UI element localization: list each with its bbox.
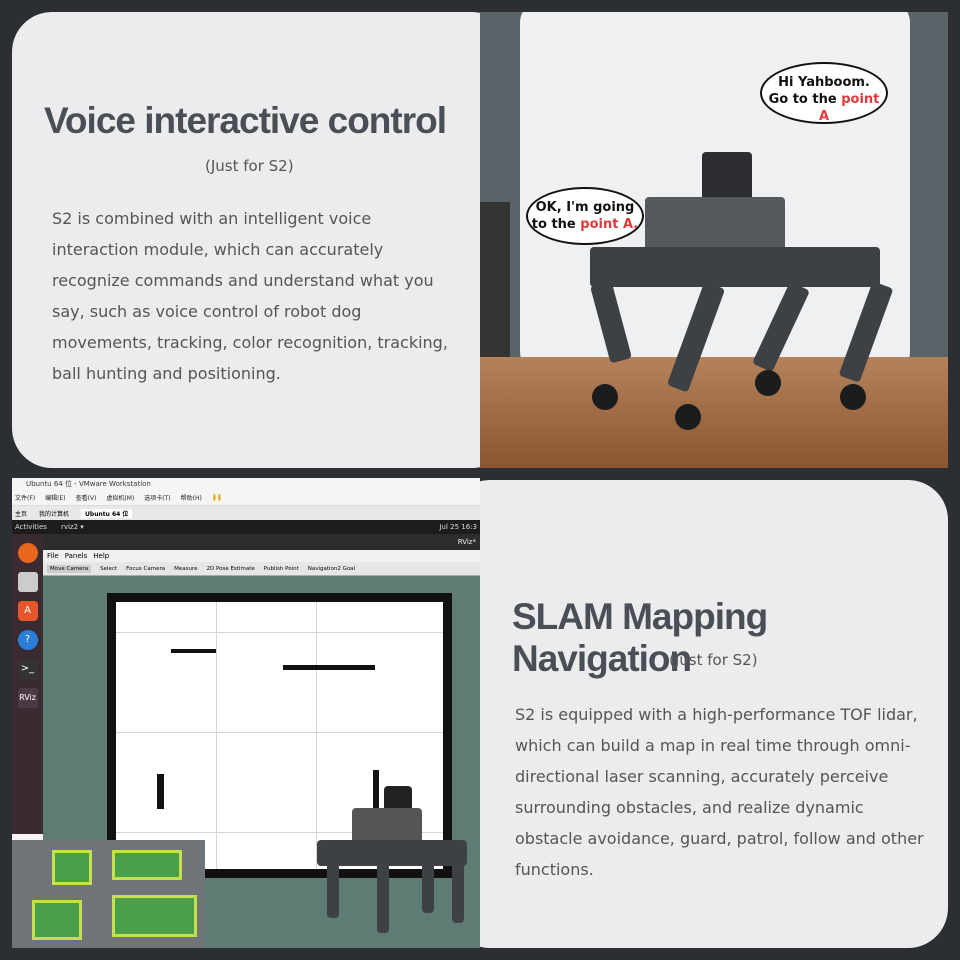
- menu-item[interactable]: 查看(V): [75, 495, 97, 502]
- vmware-menubar: 文件(F) 编辑(E) 查看(V) 虚拟机(M) 选项卡(T) 帮助(H) ❚❚: [12, 490, 480, 506]
- tab-my-computer[interactable]: 我的计算机: [39, 510, 70, 518]
- files-icon[interactable]: [17, 572, 38, 592]
- tab-home[interactable]: 主页: [15, 510, 28, 518]
- voice-control-card: Voice interactive control (Just for S2) …: [12, 12, 512, 468]
- slam-navigation-card: SLAM Mapping Navigation (Just for S2) S2…: [450, 480, 948, 948]
- rviz-title: RViz*: [43, 534, 480, 550]
- tool-select[interactable]: Select: [100, 565, 118, 572]
- vmware-tabs: 主页 我的计算机 Ubuntu 64 位: [12, 506, 480, 520]
- camera-preview: [12, 840, 205, 948]
- app-menu[interactable]: rviz2 ▾: [60, 523, 84, 531]
- section-body: S2 is equipped with a high-performance T…: [515, 705, 924, 879]
- ubuntu-topbar: Activities rviz2 ▾ Jul 25 16:3: [12, 520, 480, 534]
- speech-bubble-user: Hi Yahboom. Go to the point A: [760, 62, 888, 124]
- section-title: Voice interactive control: [44, 100, 447, 141]
- rviz-icon[interactable]: RViz: [17, 688, 38, 708]
- robot-dog-voice-photo: Hi Yahboom. Go to the point A OK, I'm go…: [480, 12, 948, 468]
- menu-item[interactable]: 文件(F): [15, 495, 36, 502]
- ubuntu-dock: A ? >_ RViz: [12, 534, 43, 834]
- menu-item[interactable]: 帮助(H): [180, 495, 202, 502]
- section-title: SLAM Mapping Navigation: [512, 596, 768, 679]
- speech-bubble-robot: OK, I'm going to the point A.: [526, 187, 644, 245]
- section-body: S2 is combined with an intelligent voice…: [52, 209, 448, 383]
- tool-measure[interactable]: Measure: [174, 565, 198, 572]
- section-subtitle: (Just for S2): [669, 651, 758, 669]
- vmware-rviz-screenshot: Ubuntu 64 位 - VMware Workstation 文件(F) 编…: [12, 478, 480, 948]
- firefox-icon[interactable]: [17, 543, 38, 563]
- clock: Jul 25 16:3: [439, 523, 477, 531]
- pause-icon[interactable]: ❚❚: [211, 494, 222, 501]
- tool-publish-point[interactable]: Publish Point: [263, 565, 299, 572]
- tool-focus-camera[interactable]: Focus Camera: [126, 565, 166, 572]
- tool-2d-pose-estimate[interactable]: 2D Pose Estimate: [206, 565, 255, 572]
- menu-item[interactable]: 选项卡(T): [144, 495, 171, 502]
- vmware-title: Ubuntu 64 位 - VMware Workstation: [26, 480, 151, 488]
- menu-file[interactable]: File: [47, 552, 59, 560]
- section-subtitle: (Just for S2): [205, 157, 294, 175]
- menu-item[interactable]: 虚拟机(M): [106, 495, 135, 502]
- menu-help[interactable]: Help: [93, 552, 110, 560]
- activities-button[interactable]: Activities: [15, 523, 47, 531]
- tool-move-camera[interactable]: Move Camera: [47, 564, 92, 573]
- rviz-toolbar: Move Camera Select Focus Camera Measure …: [43, 562, 480, 576]
- terminal-icon[interactable]: >_: [17, 659, 38, 679]
- software-icon[interactable]: A: [17, 601, 38, 621]
- tab-ubuntu[interactable]: Ubuntu 64 位: [81, 508, 133, 518]
- menu-panels[interactable]: Panels: [64, 552, 88, 560]
- menu-item[interactable]: 编辑(E): [45, 495, 66, 502]
- tool-navigation2-goal[interactable]: Navigation2 Goal: [307, 565, 356, 572]
- help-icon[interactable]: ?: [17, 630, 38, 650]
